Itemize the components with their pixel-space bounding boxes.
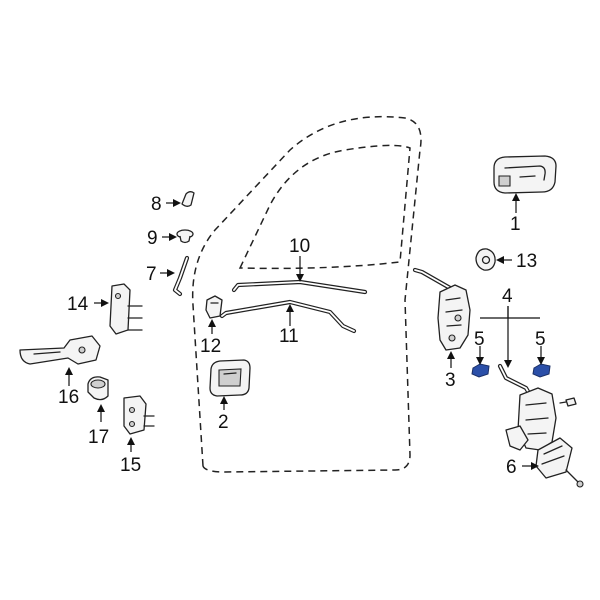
latch-screw[interactable]	[559, 397, 577, 407]
latch-motor[interactable]	[535, 437, 584, 488]
callout-7[interactable]: 7	[146, 264, 157, 285]
callout-14[interactable]: 14	[67, 294, 89, 315]
callout-2[interactable]: 2	[218, 412, 229, 433]
callout-17[interactable]: 17	[88, 427, 109, 448]
callout-5-right[interactable]: 5	[535, 329, 546, 350]
callout-11[interactable]: 11	[279, 326, 299, 347]
handle-clip[interactable]	[475, 248, 496, 271]
callout-labels: 1 2 3 4 5 5 6 7 8 9 10 11 12 13 14 15 16…	[58, 194, 546, 478]
upper-door-hinge[interactable]	[109, 283, 143, 335]
lower-door-hinge[interactable]	[123, 395, 155, 435]
callout-9[interactable]: 9	[147, 228, 158, 249]
outside-door-handle[interactable]	[493, 155, 557, 194]
door-lock-assembly[interactable]	[412, 267, 471, 351]
callout-16[interactable]: 16	[58, 387, 79, 408]
door-frame-outline	[191, 115, 422, 473]
callout-15[interactable]: 15	[120, 455, 141, 476]
callout-6[interactable]: 6	[506, 457, 517, 478]
grommet[interactable]	[176, 229, 194, 244]
lock-knob-cap[interactable]	[181, 191, 195, 207]
door-latch-assembly[interactable]	[497, 363, 557, 451]
callout-13[interactable]: 13	[516, 251, 537, 272]
callout-8[interactable]: 8	[151, 194, 162, 215]
callout-1[interactable]: 1	[510, 214, 521, 235]
callout-12[interactable]: 12	[200, 336, 221, 357]
rod-clip-right[interactable]	[532, 363, 551, 378]
lock-rod-small[interactable]	[172, 255, 190, 297]
hinge-bushing[interactable]	[87, 376, 109, 401]
callout-10[interactable]: 10	[289, 236, 310, 257]
lower-control-rod[interactable]	[219, 299, 357, 334]
callout-4[interactable]: 4	[502, 286, 513, 307]
inside-door-handle[interactable]	[209, 359, 251, 397]
upper-control-rod[interactable]	[231, 279, 368, 295]
rod-clip-left[interactable]	[471, 363, 490, 378]
callout-leaders	[65, 193, 545, 470]
rod-bracket[interactable]	[205, 295, 223, 319]
callout-5-left[interactable]: 5	[474, 329, 485, 350]
callout-3[interactable]: 3	[445, 370, 456, 391]
door-check-strap[interactable]	[19, 335, 101, 365]
